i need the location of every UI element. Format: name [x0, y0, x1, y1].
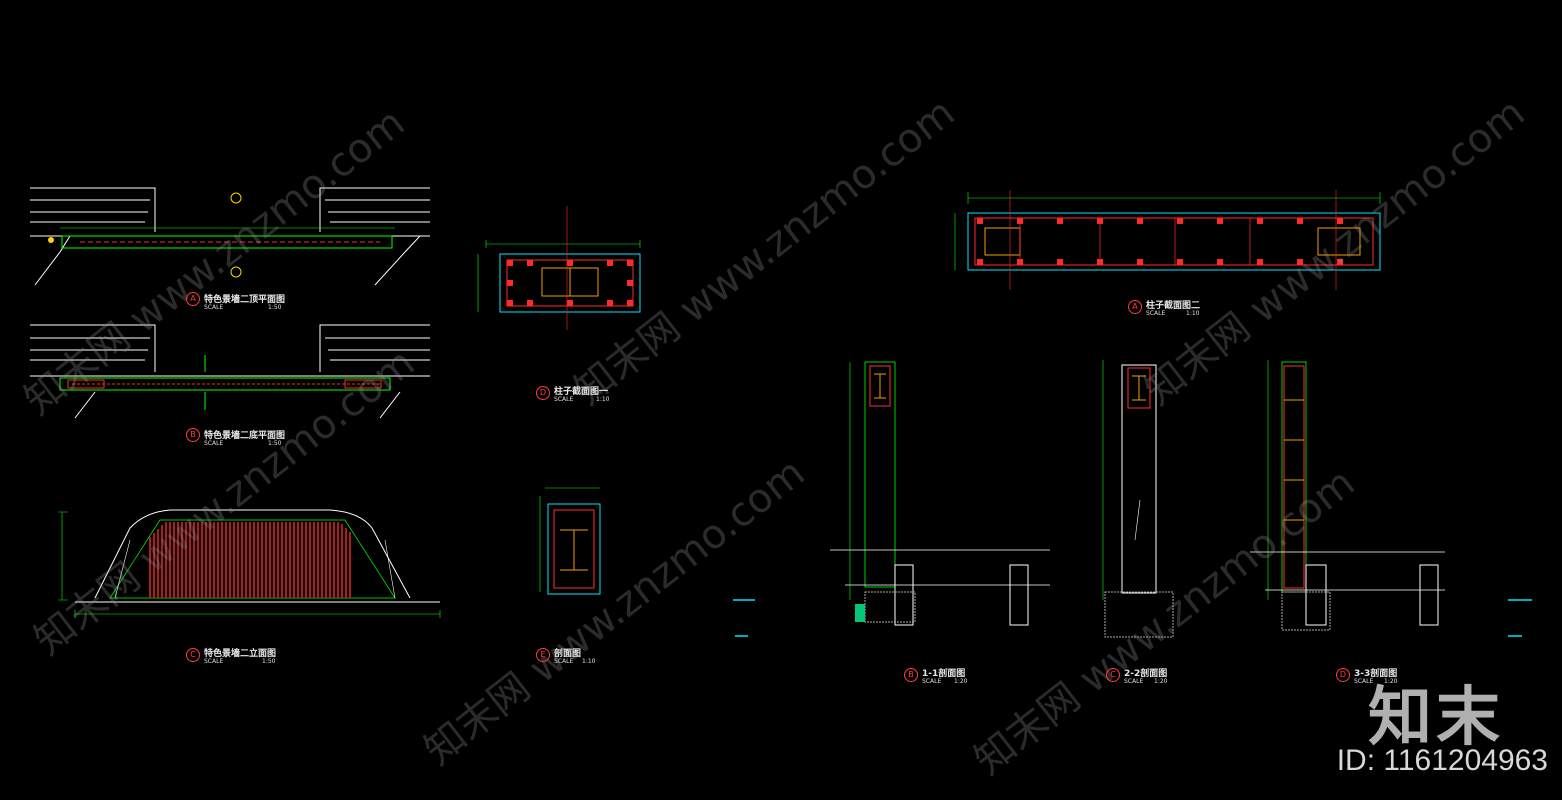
bolt-mark	[1017, 218, 1023, 224]
accent-marks	[733, 599, 1532, 637]
bolt-mark	[977, 259, 983, 265]
title-s22-scale-label: SCALE	[1124, 678, 1144, 685]
elevation-c-slats	[149, 522, 351, 598]
bolt-mark	[1297, 259, 1303, 265]
bolt-mark	[1017, 259, 1023, 265]
plan-a-drawing	[30, 187, 430, 286]
title-c-scale-label: SCALE	[204, 658, 224, 665]
title-d-text: 柱子截面图一	[554, 387, 609, 397]
title-d-scale-label: SCALE	[554, 396, 574, 403]
title-a-tag: A	[186, 292, 200, 306]
title-s33-text: 3-3剖面图	[1354, 669, 1398, 679]
column-section-d-bolts	[507, 260, 633, 306]
section-11	[830, 361, 1050, 626]
bolt-mark	[1177, 259, 1183, 265]
title-s22-scale-value: 1:20	[1154, 678, 1168, 685]
title-s11-text: 1-1剖面图	[922, 669, 966, 679]
plan-a-markers	[48, 192, 242, 278]
title-a2-tag: A	[1128, 300, 1142, 314]
title-s22-text: 2-2剖面图	[1124, 669, 1168, 679]
bolt-mark	[507, 300, 513, 306]
title-e-scale-label: SCALE	[554, 658, 574, 665]
bolt-mark	[1337, 259, 1343, 265]
elevation-c-drawing	[75, 509, 440, 603]
title-c-text: 特色景墙二立面图	[204, 649, 277, 659]
title-a2-scale-label: SCALE	[1146, 310, 1166, 317]
bolt-mark	[607, 300, 613, 306]
bolt-mark	[1177, 218, 1183, 224]
title-b-text: 特色景墙二底平面图	[204, 431, 286, 441]
bolt-mark	[1097, 259, 1103, 265]
bolt-mark	[627, 260, 633, 266]
section-22	[1102, 360, 1174, 638]
bolt-mark	[567, 300, 573, 306]
bolt-mark	[977, 218, 983, 224]
bolt-mark	[1057, 218, 1063, 224]
plan-b-drawing	[30, 324, 430, 419]
title-e-tag: E	[536, 648, 550, 662]
title-a2-text: 柱子截面图二	[1146, 301, 1201, 311]
title-b-scale-value: 1:50	[268, 440, 282, 447]
title-s11-scale-label: SCALE	[922, 678, 942, 685]
title-a-scale-label: SCALE	[204, 304, 224, 311]
bolt-mark	[1257, 218, 1263, 224]
bolt-mark	[1097, 218, 1103, 224]
title-e-text: 剖面图	[554, 649, 582, 659]
title-d-tag: D	[536, 386, 550, 400]
bolt-mark	[1057, 259, 1063, 265]
bolt-mark	[627, 300, 633, 306]
bolt-mark	[1257, 259, 1263, 265]
bolt-mark	[1137, 218, 1143, 224]
title-a-scale-value: 1:50	[268, 304, 282, 311]
bolt-mark	[607, 260, 613, 266]
title-s11-tag: B	[904, 668, 918, 682]
bolt-mark	[1217, 259, 1223, 265]
section-e	[539, 487, 601, 595]
column-section-a2-bolts	[977, 218, 1343, 265]
bolt-mark	[1217, 218, 1223, 224]
title-d-scale-value: 1:10	[596, 396, 610, 403]
bolt-mark	[507, 260, 513, 266]
title-a2-scale-value: 1:10	[1186, 310, 1200, 317]
brand-id: ID: 1161204963	[1336, 744, 1548, 777]
title-s11-scale-value: 1:20	[954, 678, 968, 685]
bolt-mark	[1297, 218, 1303, 224]
bolt-mark	[627, 280, 633, 286]
bolt-mark	[1337, 218, 1343, 224]
title-s33-scale-label: SCALE	[1354, 678, 1374, 685]
brand-logo: 知末	[1368, 681, 1504, 755]
title-c-tag: C	[186, 648, 200, 662]
title-b-tag: B	[186, 428, 200, 442]
title-s33-scale-value: 1:20	[1384, 678, 1398, 685]
title-s33-tag: D	[1336, 668, 1350, 682]
title-b-scale-label: SCALE	[204, 440, 224, 447]
bolt-mark	[1137, 259, 1143, 265]
bolt-mark	[507, 280, 513, 286]
title-s22-tag: C	[1106, 668, 1120, 682]
title-e-scale-value: 1:10	[582, 658, 596, 665]
column-section-a2	[954, 190, 1381, 290]
bolt-mark	[527, 300, 533, 306]
bolt-mark	[527, 260, 533, 266]
section-33	[1250, 360, 1445, 631]
title-a-text: 特色景墙二顶平面图	[204, 295, 286, 305]
bolt-mark	[567, 260, 573, 266]
title-c-scale-value: 1:50	[262, 658, 276, 665]
elevation-c-dims	[58, 511, 441, 618]
